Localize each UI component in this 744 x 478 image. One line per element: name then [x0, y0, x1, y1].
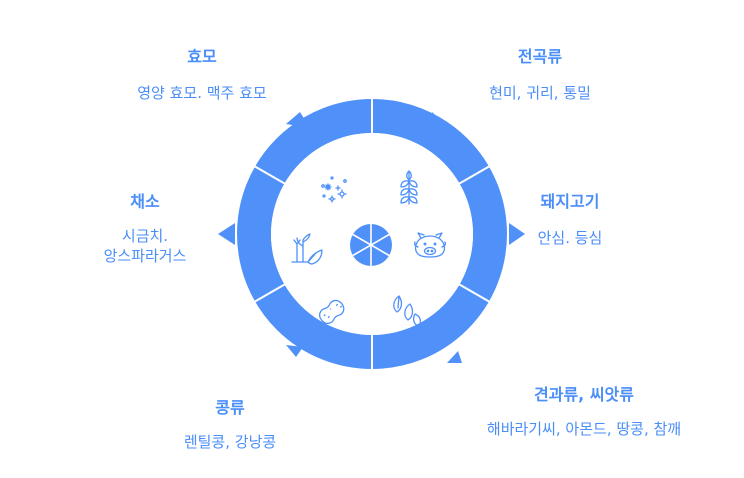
- segment-description: 시금치. 앙스파라거스: [103, 227, 187, 265]
- vegetable-icon: [291, 233, 323, 265]
- arrow-top-right: [430, 112, 446, 131]
- arrow-top-left: [286, 112, 310, 128]
- segment-description: 안심. 등심: [537, 229, 603, 247]
- segment-pork: 돼지고기 안심. 등심: [470, 192, 670, 248]
- arrow-bottom-left: [286, 345, 303, 357]
- segment-legumes: 콩류 렌틸콩, 강낭콩: [130, 398, 330, 452]
- arrow-left: [218, 223, 235, 245]
- segment-title: 견과류, 씨앗류: [534, 385, 634, 404]
- segment-title: 효모: [187, 47, 217, 66]
- peanut-icon: [318, 299, 345, 325]
- segment-nuts-seeds: 견과류, 씨앗류 해바라기씨, 아몬드, 땅콩, 참깨: [434, 385, 734, 439]
- segment-whole-grains: 전곡류 현미, 귀리, 통밀: [430, 47, 650, 103]
- seeds-icon: [393, 295, 422, 327]
- segment-title: 채소: [130, 192, 160, 211]
- segment-description: 렌틸콩, 강낭콩: [183, 433, 277, 451]
- yeast-sparkle-icon: [321, 176, 347, 203]
- segment-title: 콩류: [215, 398, 245, 417]
- arrow-right: [509, 223, 525, 245]
- ring-arrows: [218, 112, 525, 363]
- segment-description: 현미, 귀리, 통밀: [489, 84, 591, 102]
- segment-title: 돼지고기: [540, 192, 600, 211]
- segment-description: 해바라기씨, 아몬드, 땅콩, 참깨: [486, 420, 682, 438]
- wheat-icon: [400, 170, 418, 205]
- segment-title: 전곡류: [517, 47, 563, 66]
- arrow-bottom-right: [447, 351, 462, 363]
- segment-yeast: 효모 영양 효모. 맥주 효모: [92, 47, 312, 103]
- segment-description: 영양 효모. 맥주 효모: [137, 84, 267, 102]
- ring-dividers: [254, 99, 490, 369]
- pie-divided-icon: [350, 224, 392, 266]
- pig-icon: [413, 232, 447, 258]
- segment-vegetables: 채소 시금치. 앙스파라거스: [60, 192, 230, 266]
